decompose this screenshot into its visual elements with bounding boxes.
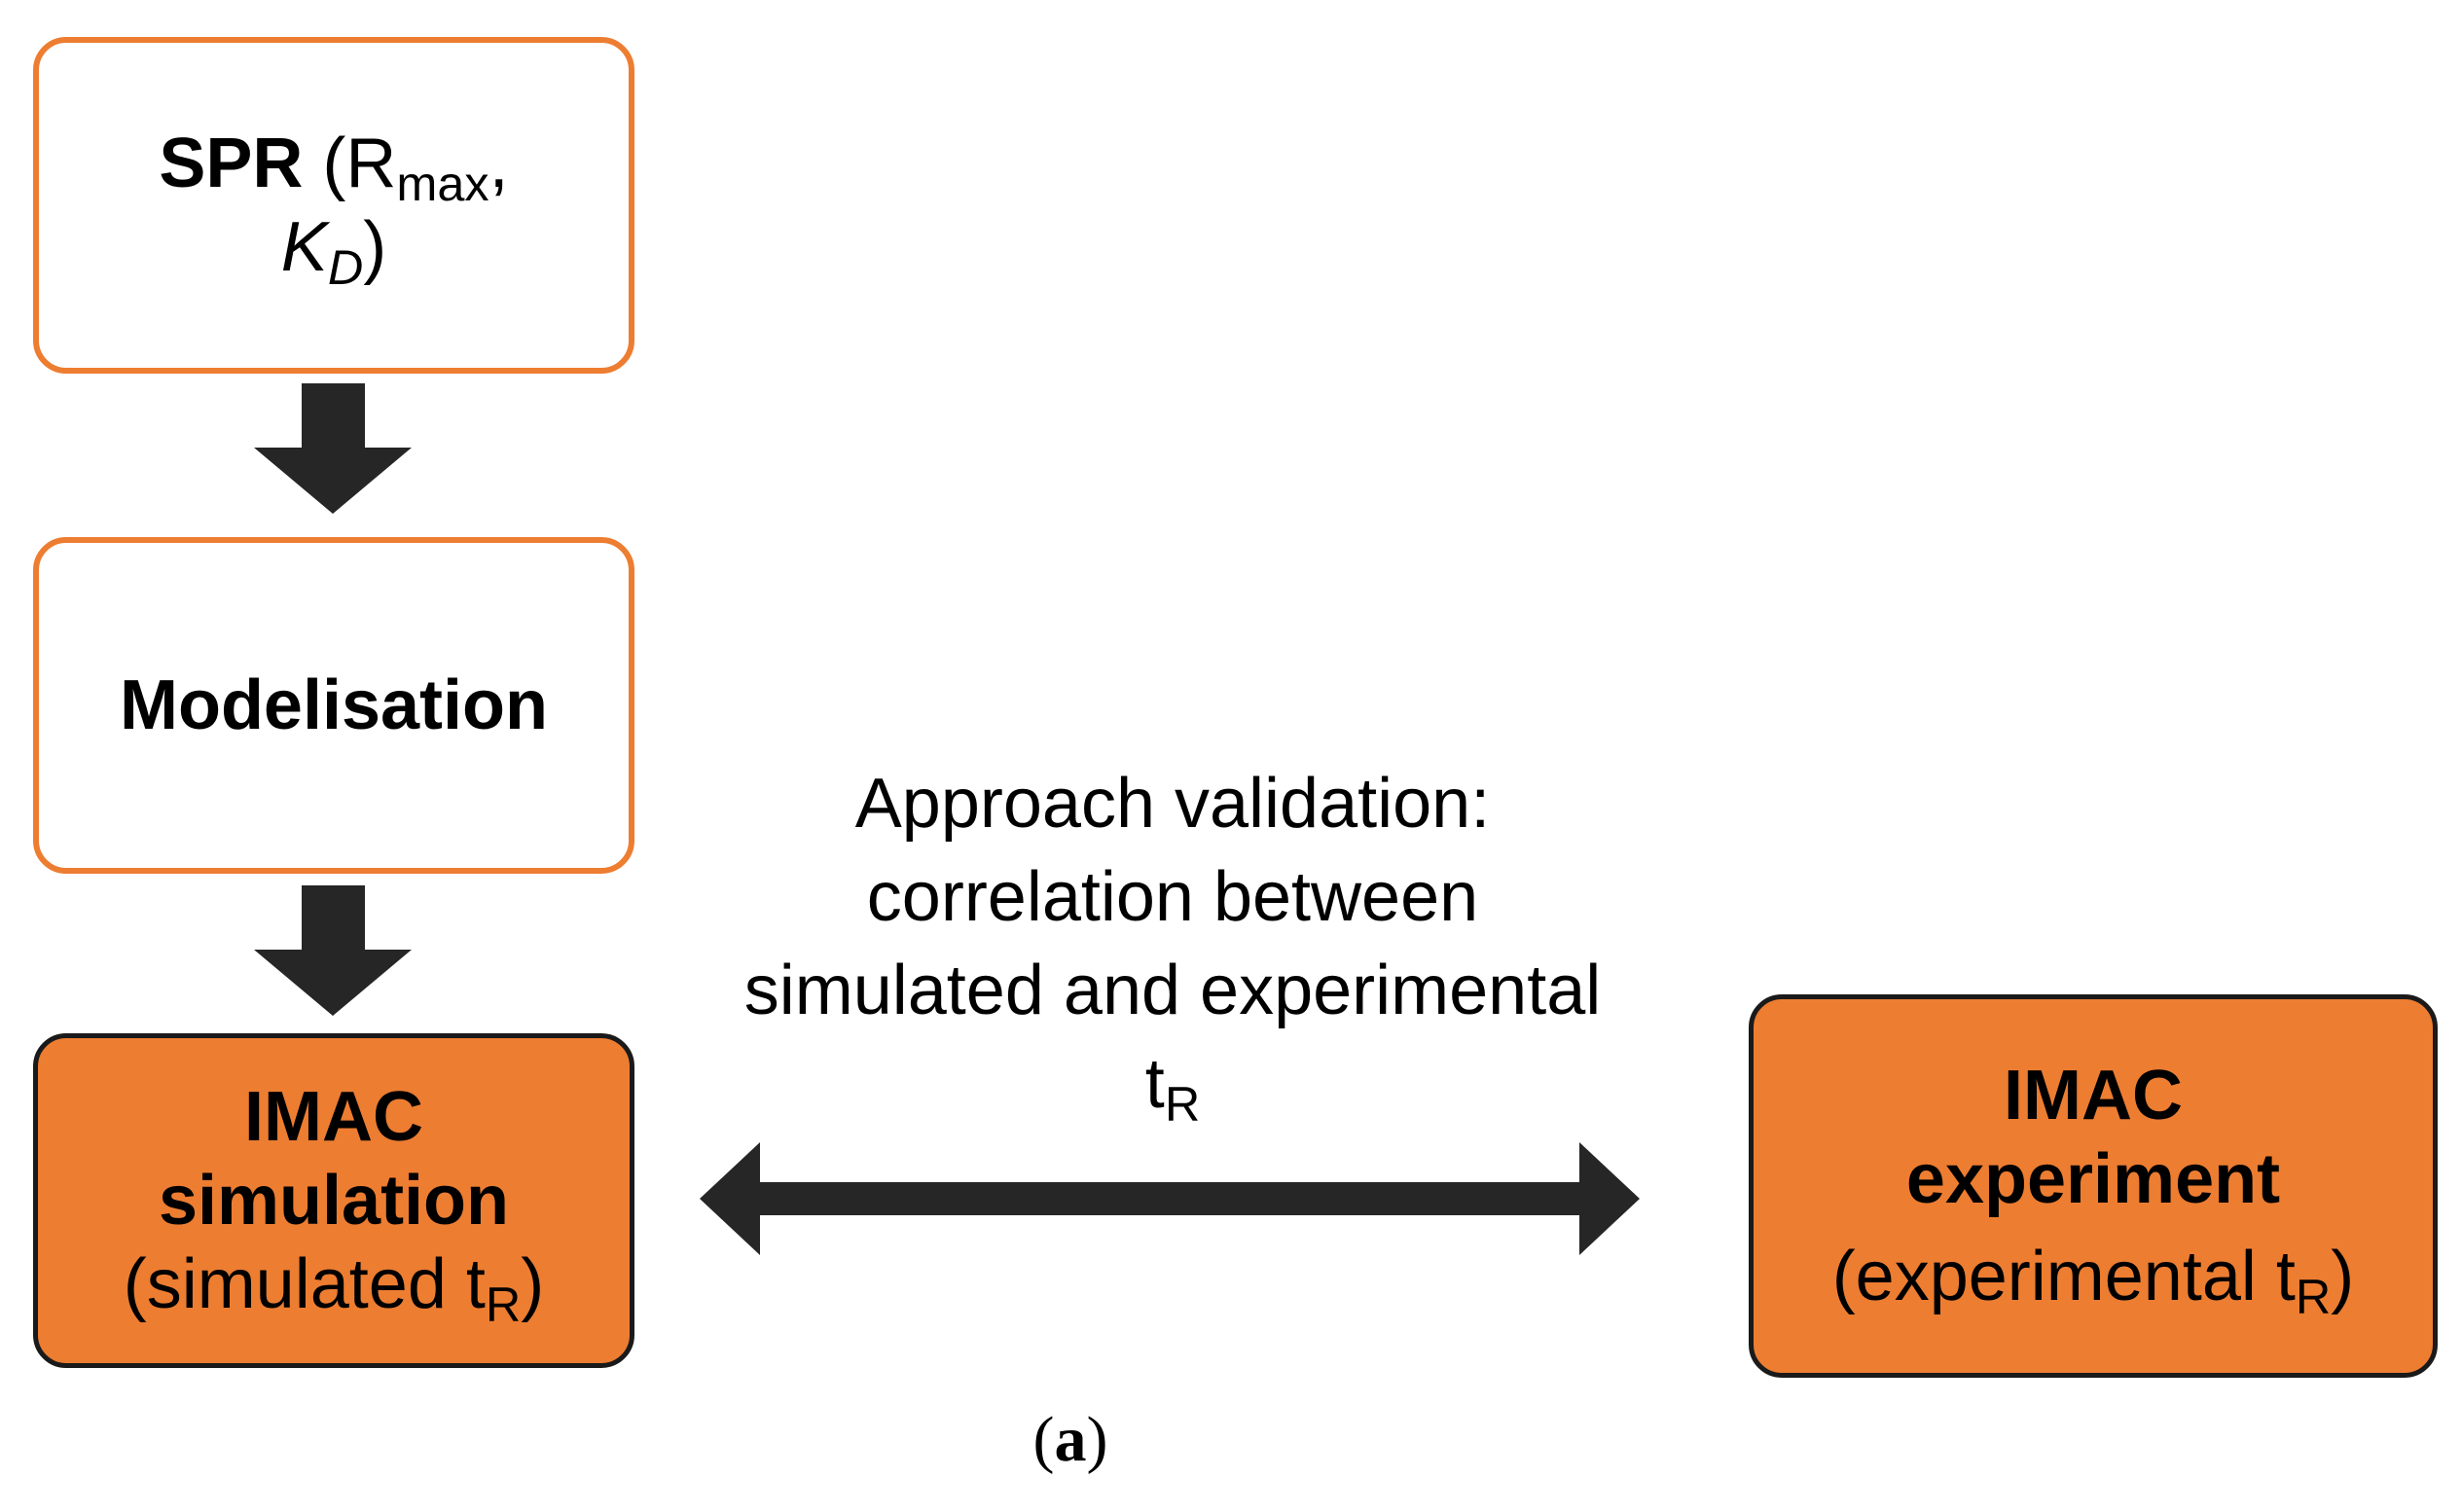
spr-title: SPR [159, 125, 304, 202]
spr-label: SPR (Rmax, [159, 122, 509, 208]
spr-kd-sub: D [327, 239, 364, 296]
annotation-line-3: simulated and experimental [743, 952, 1602, 1029]
spr-open: (R [303, 125, 397, 202]
modelisation-box: Modelisation [33, 537, 634, 874]
imac-simulation-tr: (simulated tR) [123, 1242, 545, 1329]
imac-experiment-line1: IMAC [2004, 1057, 2183, 1134]
imac-experiment-tr-sub: R [2295, 1269, 2332, 1325]
caption-close: ) [1086, 1404, 1108, 1475]
imac-simulation-tr-open: (simulated t [123, 1245, 486, 1323]
imac-simulation-tr-close: ) [521, 1245, 545, 1323]
modelisation-title: Modelisation [119, 666, 548, 744]
figure-caption: (a) [1002, 1401, 1139, 1479]
annotation-line-2: correlation between [866, 858, 1479, 936]
spr-box: SPR (Rmax, KD) [33, 37, 634, 374]
imac-experiment-tr: (experimental tR) [1831, 1235, 2355, 1321]
imac-experiment-tr-open: (experimental t [1831, 1238, 2296, 1315]
spr-kd-label: KD) [280, 205, 387, 292]
down-arrow-1 [254, 383, 412, 514]
imac-experiment-box: IMAC experiment (experimental tR) [1749, 994, 2438, 1378]
caption-letter: a [1054, 1404, 1087, 1475]
imac-simulation-line1: IMAC [244, 1078, 423, 1156]
imac-experiment-tr-close: ) [2331, 1238, 2355, 1315]
annotation-r-sub: R [1164, 1076, 1201, 1133]
double-arrow [700, 1142, 1640, 1255]
imac-experiment-line2: experiment [1905, 1140, 2281, 1218]
imac-simulation-box: IMAC simulation (simulated tR) [33, 1033, 634, 1368]
down-arrow-2 [254, 885, 412, 1016]
spr-rmax-sub: max [396, 156, 489, 212]
annotation-line-4: tR [671, 1037, 1674, 1131]
imac-simulation-line2: simulation [158, 1162, 510, 1240]
spr-close: ) [363, 208, 387, 286]
approach-validation-text: Approach validation: correlation between… [671, 757, 1674, 1131]
spr-k: K [280, 208, 328, 286]
caption-open: ( [1032, 1404, 1055, 1475]
annotation-t: t [1144, 1045, 1165, 1123]
imac-simulation-tr-sub: R [485, 1277, 522, 1333]
annotation-line-1: Approach validation: [854, 765, 1491, 843]
spr-comma: , [489, 125, 509, 202]
